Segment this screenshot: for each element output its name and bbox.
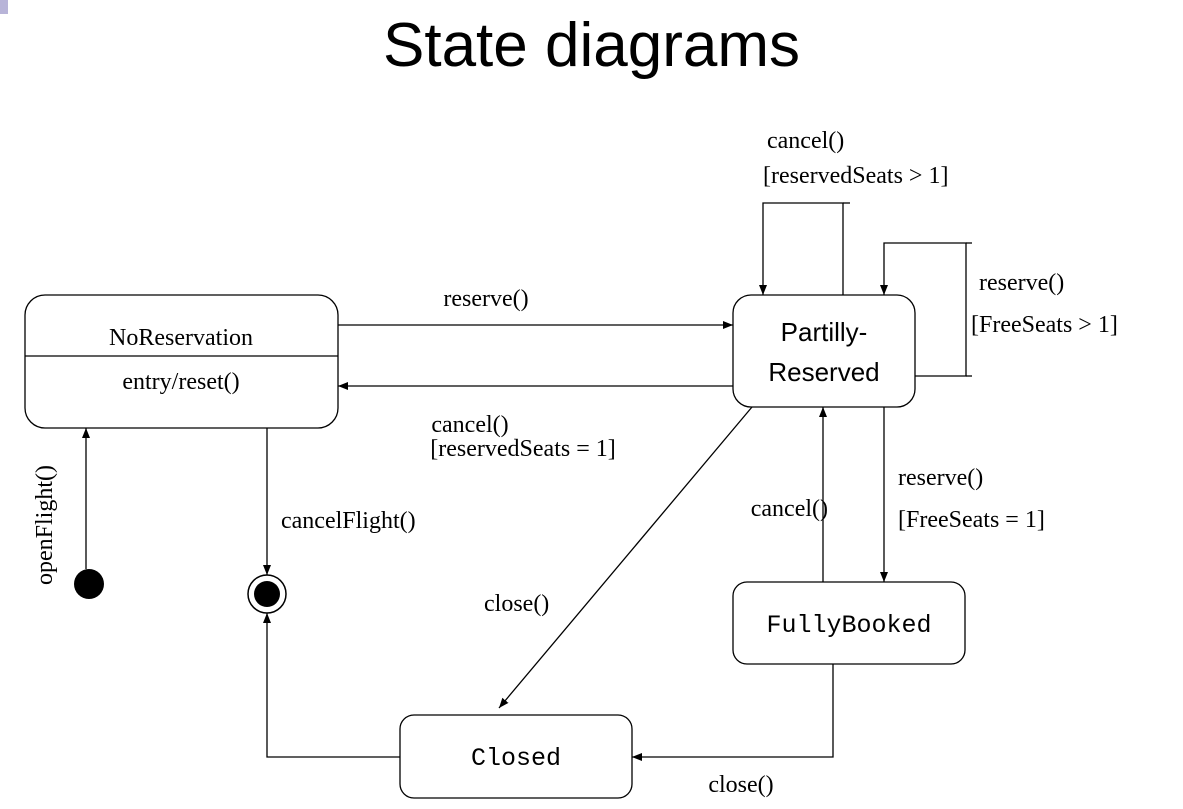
state-closed-name: Closed [471, 744, 561, 773]
state-partially-reserved-line1: Partilly- [781, 317, 868, 347]
transition-reserve-self-loop: reserve() [FreeSeats > 1] [880, 242, 1118, 377]
state-fully-booked-name: FullyBooked [766, 611, 931, 640]
transition-reserve-from-no-reservation: reserve() [338, 286, 733, 329]
transition-cancel-to-no-reservation: cancel() [reservedSeats = 1] [338, 382, 733, 462]
transition-close-from-fully-booked-label: close() [708, 772, 773, 798]
transition-cancel-from-fully-booked: cancel() [751, 407, 828, 582]
slide-corner-marker [0, 0, 8, 14]
transition-open-flight: openFlight() [32, 428, 90, 585]
state-partially-reserved: Partilly- Reserved [732, 294, 916, 408]
state-no-reservation-entry: entry/reset() [122, 369, 239, 395]
transition-cancel-flight-label: cancelFlight() [281, 508, 416, 534]
transition-reserve-to-fully-booked: reserve() [FreeSeats = 1] [880, 407, 1045, 582]
transition-close-from-partially-reserved: close() [484, 406, 753, 709]
transition-reserve-self-loop-label: reserve() [979, 270, 1064, 296]
state-no-reservation: NoReservation entry/reset() [24, 294, 339, 429]
state-partially-reserved-line2: Reserved [768, 357, 879, 387]
state-no-reservation-name: NoReservation [109, 325, 253, 351]
transition-cancel-self-loop-label: cancel() [767, 128, 844, 154]
transition-cancel-flight: cancelFlight() [263, 428, 416, 575]
transition-open-flight-label: openFlight() [32, 465, 58, 585]
final-state [247, 574, 287, 614]
transition-cancel-guard: [reservedSeats = 1] [430, 436, 615, 462]
transition-reserve-to-fully-booked-guard: [FreeSeats = 1] [898, 507, 1045, 533]
transition-cancel-from-fully-booked-label: cancel() [751, 496, 828, 522]
initial-state-dot [74, 569, 104, 599]
transition-close-from-fully-booked: close() [632, 664, 834, 798]
transition-reserve-to-fully-booked-label: reserve() [898, 465, 983, 491]
state-closed: Closed [399, 714, 633, 799]
transition-cancel-self-loop: cancel() [reservedSeats > 1] [759, 128, 948, 295]
transition-closed-to-final [263, 613, 400, 758]
transition-reserve-self-loop-guard: [FreeSeats > 1] [971, 312, 1118, 338]
transition-cancel-self-loop-guard: [reservedSeats > 1] [763, 163, 948, 189]
slide-title: State diagrams [383, 11, 800, 80]
state-fully-booked: FullyBooked [732, 581, 966, 665]
transition-close-from-partially-reserved-label: close() [484, 591, 549, 617]
transition-cancel-label: cancel() [431, 412, 508, 438]
transition-reserve-label: reserve() [443, 286, 528, 312]
